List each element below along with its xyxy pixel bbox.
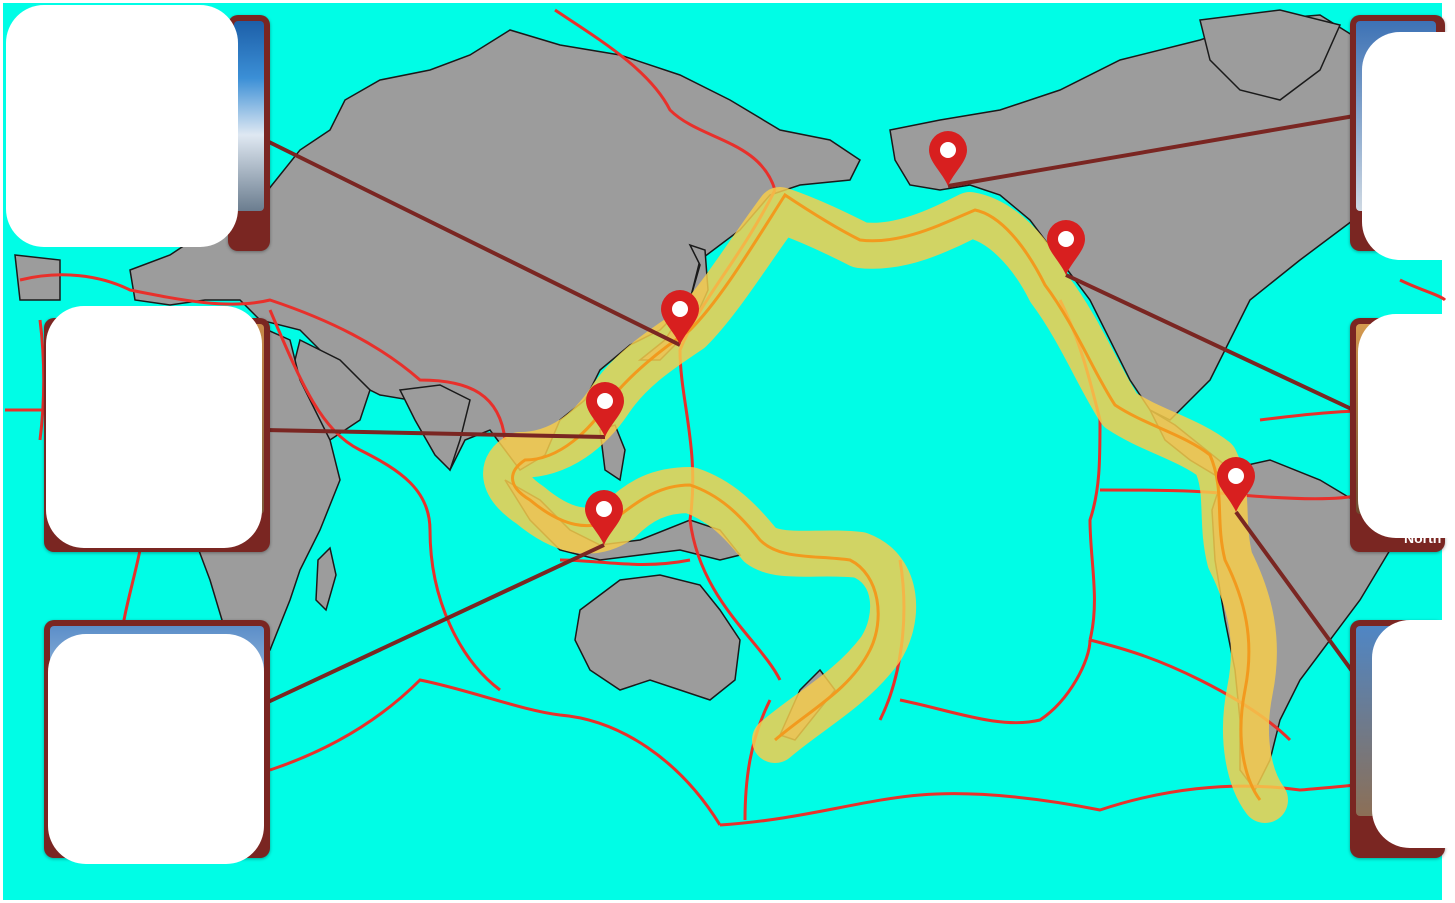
card-photo [234, 21, 264, 211]
ring-of-fire-line [511, 192, 1262, 801]
pin-hole [1228, 468, 1244, 484]
pin-body [1047, 220, 1085, 275]
map-pin-icon[interactable] [661, 290, 699, 345]
connector-line [267, 543, 605, 704]
pin-hole [597, 393, 613, 409]
location-pins [585, 131, 1255, 545]
map-pin-icon[interactable] [1047, 220, 1085, 275]
pin-hole [940, 142, 956, 158]
connector-line [947, 113, 1361, 188]
answer-box-left-top[interactable] [6, 5, 238, 247]
plate-boundary [554, 8, 777, 191]
plate-boundary [899, 639, 1092, 725]
plate-boundary [719, 778, 1441, 827]
plate-boundary [268, 309, 501, 692]
pin-body [661, 290, 699, 345]
connector-line [264, 138, 681, 347]
pin-body [1217, 457, 1255, 512]
pin-body [586, 382, 624, 437]
connector-line [1065, 273, 1361, 415]
pin-hole [672, 301, 688, 317]
pin-hole [596, 501, 612, 517]
answer-box-right-top[interactable] [1362, 32, 1455, 260]
map-pin-icon[interactable] [585, 490, 623, 545]
australia [574, 574, 741, 701]
answer-box-left-middle[interactable] [46, 306, 262, 548]
answer-box-right-bottom[interactable] [1372, 620, 1455, 848]
pin-body [585, 490, 623, 545]
greenland [1199, 9, 1342, 101]
plate-boundary [19, 273, 507, 441]
answer-box-left-bottom[interactable] [48, 634, 264, 864]
india [398, 384, 471, 472]
map-pin-icon[interactable] [586, 382, 624, 437]
pin-body [929, 131, 967, 186]
madagascar [315, 546, 337, 612]
plate-boundary [743, 699, 772, 821]
connector-line [264, 428, 606, 439]
answer-box-right-middle[interactable] [1358, 314, 1455, 538]
connector-line [1234, 510, 1362, 684]
plate-boundary [269, 678, 722, 826]
pin-hole [1058, 231, 1074, 247]
north-america [889, 14, 1396, 421]
ring-of-fire [483, 187, 1288, 823]
plate-boundary [5, 319, 46, 441]
connector-lines [264, 113, 1362, 704]
map-pin-icon[interactable] [929, 131, 967, 186]
map-pin-icon[interactable] [1217, 457, 1255, 512]
